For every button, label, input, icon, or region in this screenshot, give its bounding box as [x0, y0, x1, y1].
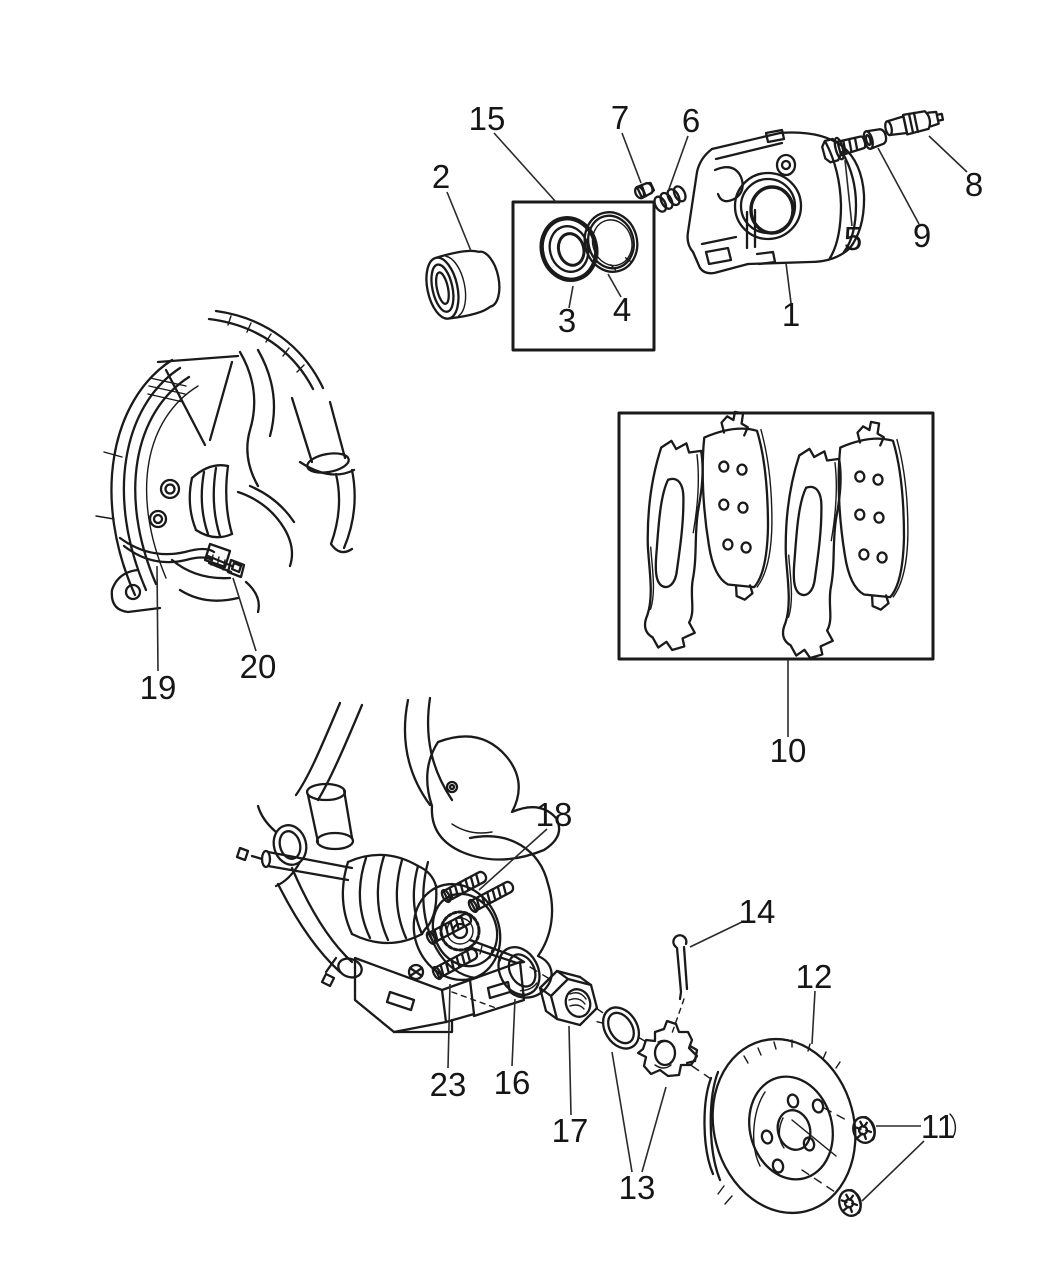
cotter-pin — [670, 934, 689, 1037]
washer — [497, 946, 541, 996]
callout-10: 10 — [770, 732, 807, 769]
pad-shim-left — [642, 438, 705, 652]
callout-labels: 1 2 3 4 5 6 7 8 9 10 11 12 13 14 15 16 1… — [140, 99, 984, 1206]
pin-bushing — [862, 128, 888, 150]
callout-9: 9 — [913, 217, 931, 254]
stray-mark — [949, 1113, 957, 1138]
suspension-hub-drawing — [235, 696, 561, 1034]
callout-23: 23 — [430, 1066, 467, 1103]
knuckle-shield-drawing — [95, 309, 356, 614]
callout-15: 15 — [469, 100, 506, 137]
bleeder-screw — [633, 181, 656, 200]
caliper-bolt — [821, 135, 867, 164]
guide-pin — [884, 110, 945, 137]
brake-pad-right — [833, 419, 914, 613]
anti-rattle-spring — [653, 185, 687, 213]
brake-pads-box — [617, 409, 935, 661]
callout-2: 2 — [432, 158, 450, 195]
callout-8: 8 — [965, 166, 983, 203]
callout-1: 1 — [782, 296, 800, 333]
callout-11: 11 — [921, 1108, 955, 1145]
cv-boot — [341, 853, 438, 945]
callout-16: 16 — [494, 1064, 531, 1101]
rotor-drawing — [703, 1037, 957, 1220]
callout-12: 12 — [796, 958, 833, 995]
brake-caliper — [686, 128, 866, 275]
caliper-pins — [821, 110, 945, 164]
shield-bolt — [206, 554, 246, 579]
pad-shim-right — [780, 446, 843, 660]
splash-shield — [95, 358, 199, 614]
callout-13: 13 — [619, 1169, 656, 1206]
nut-lock — [636, 1019, 699, 1078]
piston-seal — [539, 216, 599, 282]
callout-5: 5 — [844, 220, 862, 257]
caliper-piston-drawing — [425, 249, 501, 320]
callout-7: 7 — [611, 99, 629, 136]
hose-port — [775, 153, 797, 177]
callout-19: 19 — [140, 669, 177, 706]
axle-nut-parts — [497, 934, 715, 1082]
piston-boot — [583, 211, 639, 273]
callout-18: 18 — [536, 796, 573, 833]
small-fasteners — [633, 181, 687, 213]
pads-box-border — [617, 411, 935, 661]
callout-4: 4 — [613, 291, 631, 328]
inset-box-15 — [511, 200, 656, 352]
rotor-hat — [748, 1075, 834, 1181]
lug-holes — [760, 1093, 825, 1174]
caliper-top-tab — [764, 128, 786, 144]
leader-lines — [156, 132, 968, 1202]
hub-nut — [538, 969, 599, 1027]
callout-6: 6 — [682, 102, 700, 139]
caliper-piston — [425, 249, 501, 320]
seal-boot-box — [511, 200, 656, 352]
push-nut-lower — [834, 1186, 866, 1220]
callout-14: 14 — [739, 893, 776, 930]
brake-pad-left — [697, 409, 778, 603]
wave-washer — [596, 1006, 641, 1050]
piston-bore — [733, 171, 803, 241]
rotor-center-bore — [776, 1109, 812, 1151]
rotor-disc — [711, 1037, 857, 1215]
callout-17: 17 — [552, 1112, 589, 1149]
callout-20: 20 — [240, 648, 277, 685]
callout-3: 3 — [558, 302, 576, 339]
